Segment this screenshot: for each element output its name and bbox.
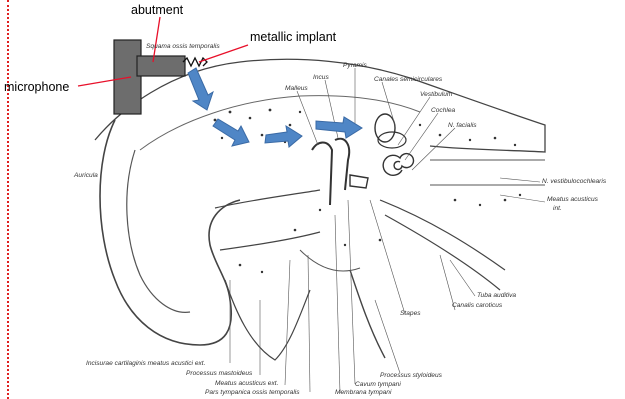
label-meatus-int: Meatus acusticus bbox=[547, 196, 598, 203]
incus bbox=[335, 139, 349, 190]
tympanic-part bbox=[300, 250, 360, 271]
arrow-3 bbox=[265, 126, 302, 147]
label-incus: Incus bbox=[313, 74, 329, 81]
label-malleus: Malleus bbox=[285, 85, 308, 92]
canal-upper-wall bbox=[215, 190, 320, 208]
eustachian-tube-upper bbox=[380, 200, 505, 270]
stapes bbox=[350, 175, 368, 188]
label-pars-tympanica: Pars tympanica ossis temporalis bbox=[205, 389, 300, 396]
label-processus-mastoideus: Processus mastoideus bbox=[186, 370, 252, 377]
abutment-bar bbox=[137, 56, 185, 76]
hearing-device bbox=[114, 40, 185, 114]
label-incisurae: Incisurae cartilaginis meatus acustici e… bbox=[86, 360, 205, 367]
label-processus-styloideus: Processus styloideus bbox=[380, 372, 442, 379]
label-leader-lines bbox=[230, 68, 545, 393]
internal-meatus bbox=[430, 160, 545, 185]
label-auricula: Auricula bbox=[74, 172, 98, 179]
auricle-inner-fold bbox=[127, 150, 190, 312]
bone-stipple bbox=[214, 109, 522, 274]
eustachian-tube-lower bbox=[385, 215, 500, 290]
label-membrana: Membrana tympani bbox=[335, 389, 391, 396]
malleus bbox=[312, 143, 332, 206]
canal-lower-wall bbox=[220, 232, 320, 250]
label-canalis: Canalis caroticus bbox=[452, 302, 502, 309]
metallic-implant-label: metallic implant bbox=[250, 30, 336, 44]
metallic-implant-thread bbox=[183, 58, 207, 66]
label-squama: Squama ossis temporalis bbox=[146, 43, 220, 50]
mastoid-outline bbox=[225, 280, 310, 360]
label-pyramis: Pyramis bbox=[343, 62, 367, 69]
label-cavum: Cavum tympani bbox=[355, 381, 401, 388]
label-n-vestibulo: N. vestibulocochlearis bbox=[542, 178, 606, 185]
arrow-2 bbox=[213, 119, 249, 146]
microphone-label: microphone bbox=[4, 80, 69, 94]
abutment-label: abutment bbox=[131, 3, 183, 17]
label-canales: Canales semicirculares bbox=[374, 76, 442, 83]
label-stapes: Stapes bbox=[400, 310, 421, 317]
label-meatus-int-abbr: int. bbox=[553, 205, 562, 212]
sound-path-arrows bbox=[188, 68, 362, 147]
label-n-facialis: N. facialis bbox=[448, 122, 477, 129]
label-meatus-ext: Meatus acusticus ext. bbox=[215, 380, 278, 387]
arrow-1 bbox=[188, 68, 213, 110]
label-tuba: Tuba auditiva bbox=[477, 292, 516, 299]
auricle-outline bbox=[100, 120, 240, 345]
cochlea-spiral bbox=[383, 154, 413, 176]
label-vestibulum: Vestibulum bbox=[420, 91, 452, 98]
label-cochlea: Cochlea bbox=[431, 107, 455, 114]
